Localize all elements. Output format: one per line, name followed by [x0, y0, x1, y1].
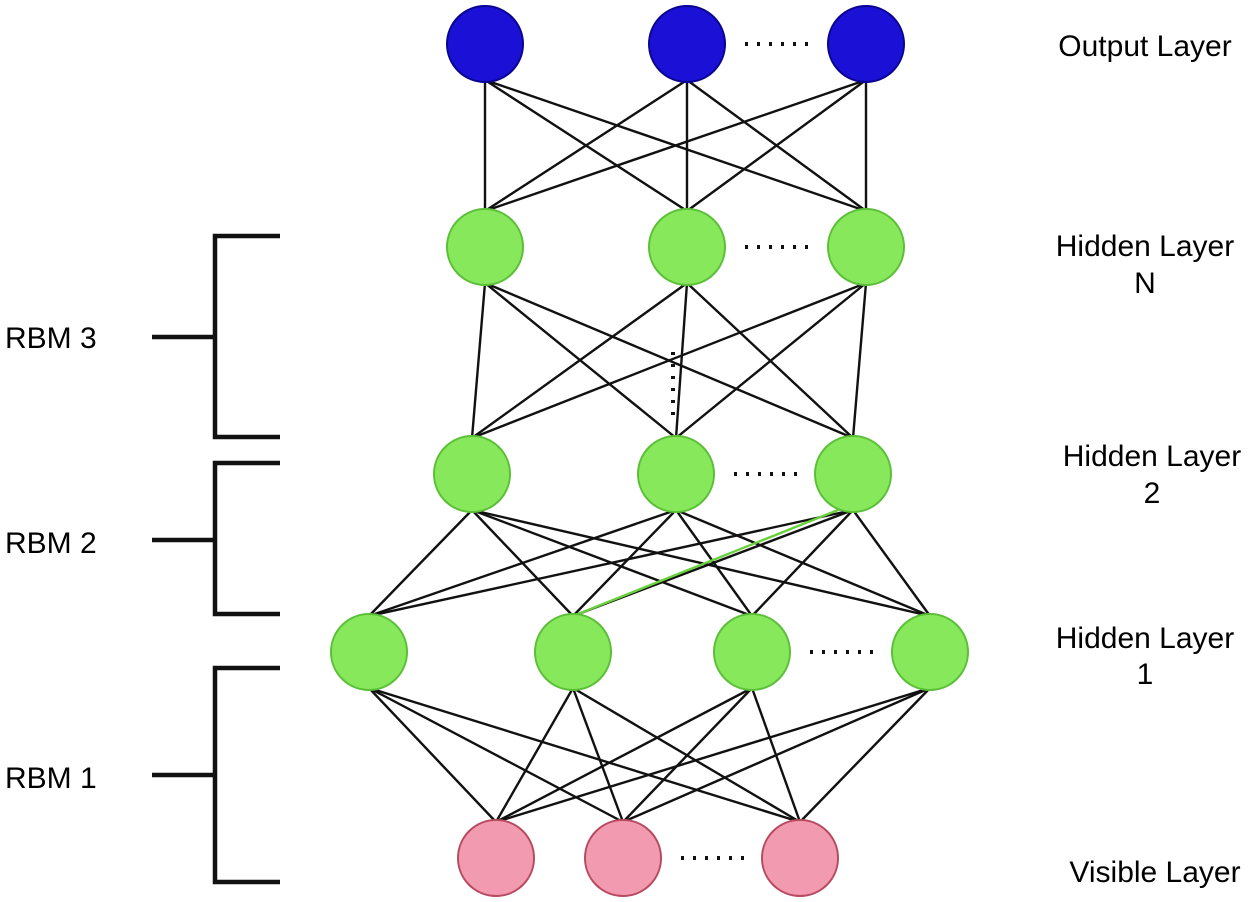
node-visible-2: [761, 819, 839, 897]
edge-hidden1-2-visible-0: [495, 686, 753, 824]
node-hiddenN-1: [648, 208, 726, 286]
rbm3-label: RBM 3: [5, 322, 97, 355]
edge-hidden2-2-hidden1-3: [852, 509, 931, 617]
edge-hiddenN-2-hidden2-0: [471, 281, 867, 440]
edge-hidden2-2-hidden1-0: [368, 508, 854, 618]
output-layer-label: Output Layer: [1058, 30, 1231, 63]
node-output-0: [446, 5, 524, 83]
edge-hidden1-1-visible-1: [571, 687, 625, 823]
node-hidden2-2: [814, 435, 892, 513]
edge-hidden2-2-hidden1-2: [751, 509, 854, 617]
edge-output-1-hiddenN-0: [484, 78, 688, 213]
node-hidden2-0: [433, 435, 511, 513]
rbm2-bracket: [152, 460, 280, 617]
edge-hiddenN-1-hidden2-1: [674, 282, 689, 439]
node-hiddenN-0: [446, 208, 524, 286]
highlighted-edge: [572, 506, 844, 618]
layer-labels: Output Layer Hidden Layer N Hidden Layer…: [1056, 30, 1241, 889]
hidden-layer-n-index: N: [1134, 267, 1156, 300]
edge-hidden1-3-visible-1: [622, 686, 931, 824]
edge-hiddenN-1-hidden2-0: [471, 282, 688, 439]
edge-hiddenN-2-hidden2-1: [675, 282, 867, 439]
rbm-labels: RBM 3 RBM 2 RBM 1: [5, 322, 97, 795]
hidden-layer-1-index: 1: [1137, 658, 1154, 691]
edge-hidden1-3-visible-0: [495, 686, 931, 824]
node-hidden1-2: [713, 613, 791, 691]
node-visible-0: [457, 819, 535, 897]
node-output-1: [648, 5, 726, 83]
edge-hidden1-0-visible-2: [368, 686, 801, 824]
node-hidden1-1: [534, 613, 612, 691]
edge-hidden2-0-hidden1-3: [471, 508, 931, 618]
rbm3-bracket: [152, 233, 280, 440]
node-visible-1: [584, 819, 662, 897]
node-output-2: [827, 5, 905, 83]
edge-hidden1-0-visible-1: [368, 686, 624, 824]
hidden-layer-2-index: 2: [1144, 477, 1161, 510]
edge-output-2-hiddenN-1: [686, 79, 867, 212]
visible-layer-label: Visible Layer: [1069, 856, 1240, 889]
edge-hidden2-1-hidden1-1: [572, 509, 677, 617]
rbm1-bracket: [152, 665, 280, 885]
edge-hidden1-1-visible-0: [494, 687, 575, 823]
edge-hidden1-2-visible-1: [622, 687, 753, 823]
node-hidden1-3: [891, 613, 969, 691]
edge-output-2-hiddenN-0: [484, 78, 867, 213]
neuron-nodes: [330, 5, 969, 897]
node-hiddenN-2: [827, 208, 905, 286]
edge-hiddenN-2-hidden2-2: [851, 282, 868, 439]
hidden-layer-2-label: Hidden Layer: [1063, 440, 1241, 473]
hidden-layer-1-label: Hidden Layer: [1056, 622, 1234, 655]
node-hidden2-1: [637, 435, 715, 513]
connection-edges: [368, 78, 931, 824]
edge-hidden2-0-hidden1-0: [368, 509, 473, 617]
edge-hidden2-1-hidden1-0: [368, 508, 677, 618]
edge-hidden1-3-visible-2: [799, 687, 931, 823]
rbm-brackets: [152, 233, 280, 885]
edge-hidden1-0-visible-0: [368, 687, 497, 823]
edge-hiddenN-0-hidden2-0: [470, 282, 487, 439]
node-hidden1-0: [330, 613, 408, 691]
rbm2-label: RBM 2: [5, 527, 97, 560]
rbm1-label: RBM 1: [5, 762, 97, 795]
hidden-layer-n-label: Hidden Layer: [1056, 230, 1234, 263]
